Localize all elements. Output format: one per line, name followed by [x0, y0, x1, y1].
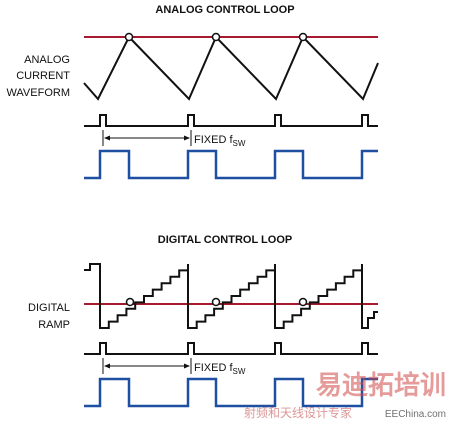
analog-arrowhead-left [104, 135, 110, 141]
analog-label-line-3: WAVEFORM [6, 87, 70, 99]
analog-fixed-fsw-label: FIXED fSW [194, 134, 246, 148]
watermark-brand: 易迪拓培训 [316, 371, 446, 401]
analog-label-line-1: ANALOG [24, 54, 70, 66]
digital-arrowhead-right [184, 363, 190, 369]
digital-fixed-text: FIXED f [194, 362, 233, 374]
digital-label-line-2: RAMP [38, 319, 70, 331]
digital-pwm-output [84, 377, 378, 408]
analog-fixed-text: FIXED f [194, 134, 233, 146]
analog-arrowhead-right [184, 135, 190, 141]
digital-title: DIGITAL CONTROL LOOP [158, 234, 292, 246]
digital-intersection-marker [298, 297, 308, 307]
digital-fixed-fsw-label: FIXED fSW [194, 362, 246, 376]
watermark-site: EEChina.com [385, 409, 446, 420]
digital-label-line-1: DIGITAL [28, 302, 70, 314]
analog-label-line-2: CURRENT [16, 70, 70, 82]
digital-fixed-subscript: SW [233, 367, 246, 376]
analog-waveform-label: ANALOG CURRENT WAVEFORM [6, 54, 70, 99]
analog-fixed-subscript: SW [233, 139, 246, 148]
digital-arrowhead-left [104, 363, 110, 369]
analog-intersection-marker [211, 32, 221, 42]
analog-current-waveform [83, 35, 379, 101]
analog-intersection-marker [298, 32, 308, 42]
digital-clock-pulses [84, 342, 378, 355]
analog-title: ANALOG CONTROL LOOP [155, 4, 294, 16]
watermark: 易迪拓培训 射频和天线设计专家 EEChina.com [244, 371, 446, 420]
digital-intersection-marker [125, 297, 135, 307]
analog-pwm-output [84, 149, 378, 180]
digital-intersection-marker [211, 297, 221, 307]
watermark-tagline: 射频和天线设计专家 [244, 405, 352, 420]
analog-clock-pulses [84, 114, 378, 127]
analog-intersection-marker [124, 32, 134, 42]
digital-ramp-label: DIGITAL RAMP [28, 302, 70, 331]
digital-staircase-ramp [84, 263, 378, 329]
